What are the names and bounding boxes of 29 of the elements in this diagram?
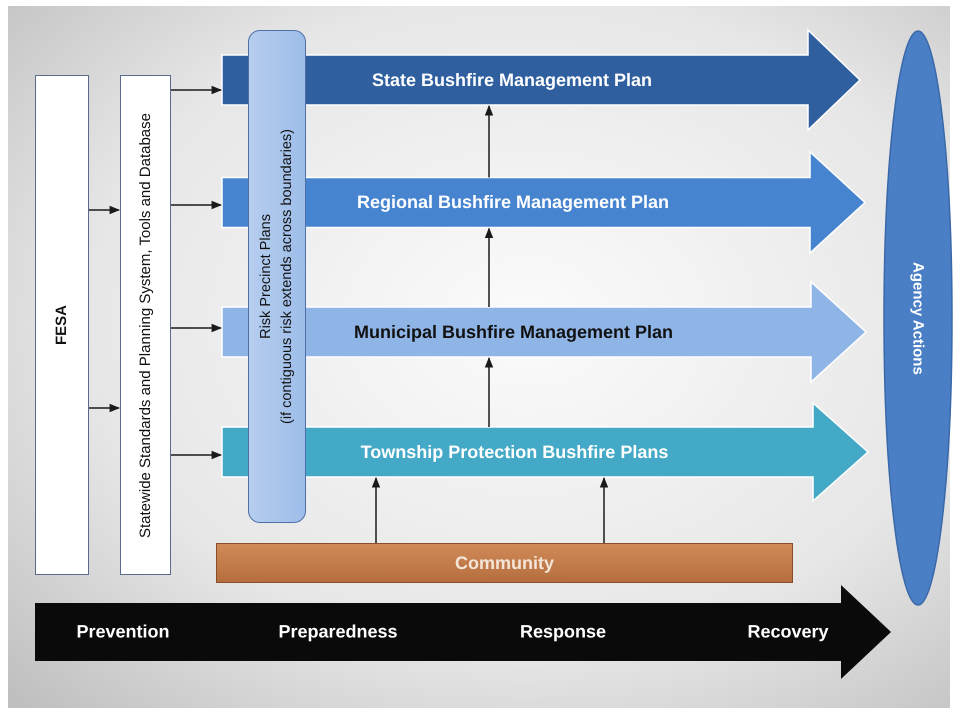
arrow [484, 227, 494, 307]
plan-label: Township Protection Bushfire Plans [360, 442, 668, 462]
arrow [484, 356, 494, 427]
arrow [600, 476, 608, 543]
risk-precinct-box [248, 30, 306, 523]
vertical-label: Risk Precinct Plans [258, 214, 275, 339]
vertical-label: Statewide Standards and Planning System, Tools and Database [136, 112, 154, 538]
arrow [89, 206, 120, 214]
arrow [171, 86, 222, 94]
vertical-label: (if contiguous risk extends across boundaries) [279, 129, 296, 424]
organisation-box [35, 75, 89, 575]
community-bar [216, 543, 793, 583]
plan-label: Regional Bushfire Management Plan [356, 192, 670, 213]
arrow [372, 476, 380, 543]
plan-label: State Bushfire Management Plan [372, 70, 652, 90]
agency-label: Agency Actions [910, 262, 926, 374]
standards-box [120, 75, 171, 575]
phase-label: Response [520, 622, 606, 642]
arrow [89, 404, 120, 412]
arrow [171, 200, 222, 210]
phase-label: Preparedness [278, 622, 398, 642]
arrow [171, 324, 222, 332]
phase-label: Prevention [76, 622, 170, 642]
arrow [171, 450, 222, 460]
community-label: Community [455, 552, 554, 574]
phase-label: Recovery [747, 622, 829, 642]
vertical-label: FESA [53, 304, 71, 345]
plan-label: Municipal Bushfire Management Plan [354, 322, 674, 342]
arrow [484, 104, 494, 178]
